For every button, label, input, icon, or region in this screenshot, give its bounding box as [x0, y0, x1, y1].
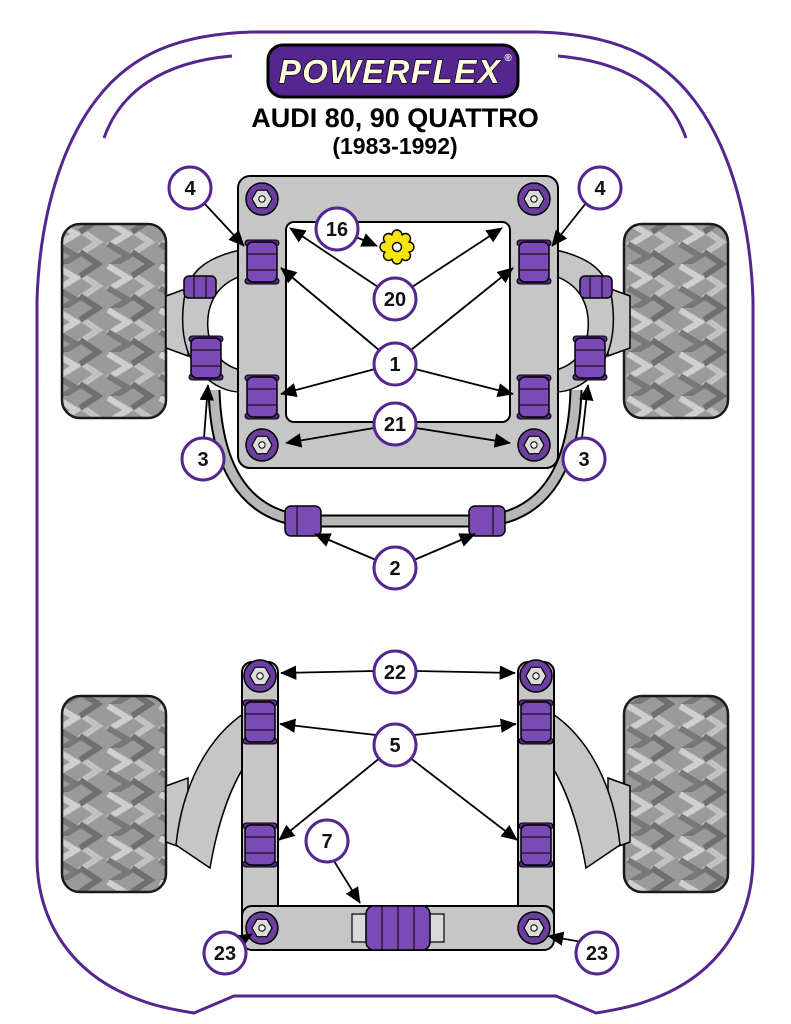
callout-7: 7 — [304, 818, 350, 864]
powerflex-logo: POWERFLEX ® — [266, 43, 520, 99]
arrow-21-left — [285, 427, 375, 448]
callout-label: 1 — [389, 354, 400, 376]
arrow-22-left — [280, 665, 375, 680]
arrow-21-right — [415, 427, 511, 448]
callout-label: 23 — [586, 943, 608, 965]
arrow-3-right — [579, 384, 594, 439]
arrow-5-lower-right — [408, 756, 518, 841]
page-subtitle: (1983-1992) — [332, 133, 457, 159]
callout-label: 2 — [389, 558, 400, 580]
callout-label: 4 — [184, 178, 196, 200]
rear-rail-bush-upper-left — [242, 699, 278, 745]
callout-16: 16 — [314, 206, 360, 252]
callouts: 4 4 16 20 1 21 3 3 2 22 5 — [167, 165, 623, 976]
callout-23-right: 23 — [574, 930, 620, 976]
rear-centre-mount-bush — [351, 905, 445, 951]
callout-2: 2 — [372, 545, 418, 591]
callout-label: 4 — [594, 178, 606, 200]
front-lower-arm-bush-left — [188, 335, 224, 381]
callout-label: 16 — [326, 219, 348, 241]
front-upper-arm-bush-left — [183, 275, 217, 299]
front-rail-bush-lower-right — [516, 374, 552, 420]
front-rail-bush-upper-right — [516, 239, 552, 285]
front-top-right-mount-nut — [517, 182, 551, 216]
tyre-rear-right — [622, 694, 730, 894]
callout-3-left: 3 — [180, 436, 226, 482]
arb-bush-left — [284, 505, 322, 537]
callout-label: 3 — [578, 449, 589, 471]
arrow-20-left — [289, 227, 379, 288]
callout-label: 22 — [384, 662, 406, 684]
callout-5: 5 — [372, 722, 418, 768]
front-upper-arm-bush-right — [579, 275, 613, 299]
arrow-2-left — [314, 533, 377, 561]
front-hub-left — [165, 286, 189, 358]
callout-1: 1 — [372, 341, 418, 387]
front-bottom-left-mount-nut — [245, 428, 279, 462]
callout-22: 22 — [372, 649, 418, 695]
tyre-rear-left — [60, 694, 168, 894]
callout-20: 20 — [372, 276, 418, 322]
rear-rail-bush-lower-right — [518, 822, 554, 868]
arrow-2-right — [413, 533, 476, 561]
rear-suspension — [165, 659, 631, 951]
rear-bottom-right-mount-nut — [517, 911, 551, 945]
rear-top-left-mount-nut — [243, 659, 277, 693]
front-rail-bush-lower-left — [244, 374, 280, 420]
callout-4-left: 4 — [167, 165, 213, 211]
rear-rail-bush-lower-left — [242, 822, 278, 868]
arrow-5-upper-left — [279, 718, 377, 736]
arrow-1-upper-right — [410, 267, 514, 351]
arb-bush-right — [468, 505, 506, 537]
front-top-left-mount-nut — [245, 182, 279, 216]
callout-label: 7 — [321, 831, 332, 853]
callout-3-right: 3 — [561, 436, 607, 482]
arrow-1-lower-right — [414, 368, 514, 398]
callout-label: 3 — [197, 449, 208, 471]
callout-arrows — [199, 202, 594, 948]
rear-rail-bush-upper-right — [518, 699, 554, 745]
arrow-7 — [333, 860, 361, 904]
arrow-5-lower-left — [278, 756, 382, 841]
exhaust-hanger — [379, 229, 415, 265]
callout-4-right: 4 — [577, 165, 623, 211]
front-bottom-right-mount-nut — [517, 428, 551, 462]
arrow-1-lower-left — [280, 368, 376, 398]
rear-bottom-left-mount-nut — [245, 911, 279, 945]
callout-21: 21 — [372, 401, 418, 447]
arrow-4-right — [551, 202, 587, 247]
arrow-16 — [355, 233, 378, 247]
logo-plate — [266, 43, 520, 99]
arrow-22-right — [415, 665, 516, 680]
callout-label: 23 — [214, 943, 236, 965]
callout-label: 5 — [389, 735, 400, 757]
front-fender-arc-right — [557, 54, 688, 139]
rear-top-right-mount-nut — [519, 659, 553, 693]
gear-hole — [391, 241, 403, 253]
front-rail-bush-upper-left — [244, 239, 280, 285]
arrow-3-left — [199, 384, 215, 439]
arrow-20-right — [411, 227, 503, 288]
logo-text: POWERFLEX — [279, 53, 502, 90]
front-lower-arm-bush-right — [572, 335, 608, 381]
arrow-23-right — [547, 931, 583, 946]
front-fender-arc-left — [102, 54, 233, 139]
callout-23-left: 23 — [202, 930, 248, 976]
arrow-1-upper-left — [280, 267, 380, 351]
page-title: AUDI 80, 90 QUATTRO — [251, 103, 539, 133]
tyre-front-right — [622, 222, 730, 420]
tyre-front-left — [60, 222, 168, 420]
front-hub-right — [607, 286, 631, 358]
arrow-5-upper-right — [413, 718, 517, 736]
callout-label: 21 — [384, 414, 406, 436]
callout-label: 20 — [384, 289, 406, 311]
arrow-4-left — [203, 202, 245, 247]
logo-registered-mark: ® — [504, 53, 512, 64]
